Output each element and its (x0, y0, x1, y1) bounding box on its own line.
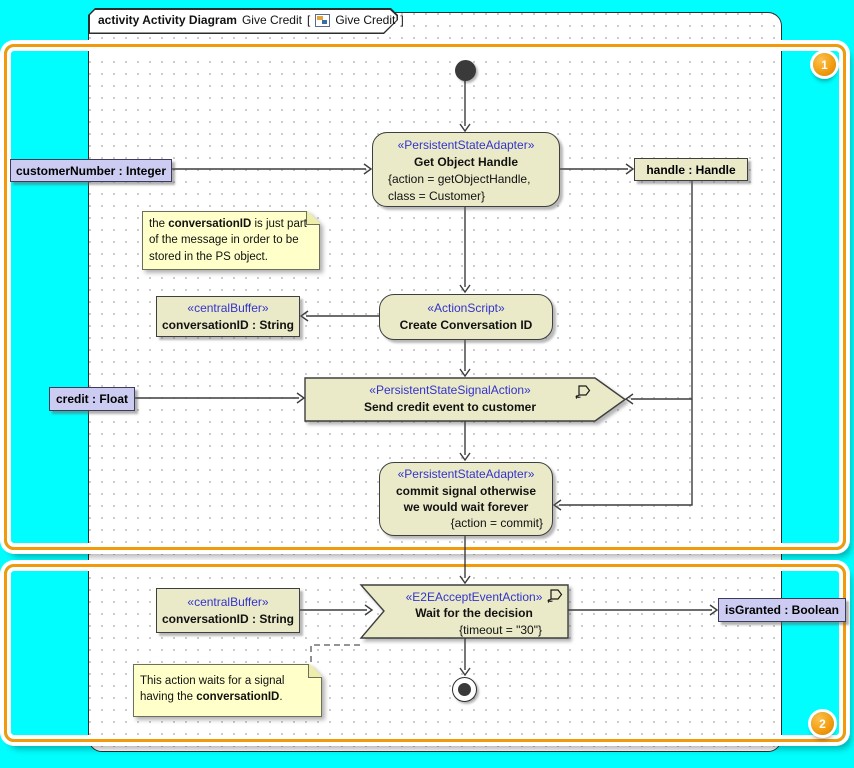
flow-credit-to-sendsignal (135, 392, 306, 404)
object-node-handle[interactable]: handle : Handle (634, 158, 748, 181)
stereotype-label: «centralBuffer» (187, 595, 269, 609)
flow-buffer-to-wait (299, 604, 374, 616)
action-property: class = Customer} (388, 188, 486, 203)
frame-close-bracket: ] (400, 13, 404, 27)
flow-initial-to-gethandle (459, 81, 471, 133)
object-node-label: handle : Handle (646, 162, 736, 177)
note-fold-corner (308, 664, 322, 678)
flow-sendsignal-to-commit (459, 421, 471, 462)
note-text-post: . (279, 691, 283, 704)
flow-gethandle-to-handle (560, 163, 635, 175)
note-text-pre: This action waits for a signal having th… (140, 675, 285, 704)
frame-title: activity Activity Diagram Give Credit [ … (98, 13, 404, 27)
stereotype-label: «centralBuffer» (187, 301, 269, 315)
note-text: the conversationID is just part of the m… (149, 216, 311, 265)
final-node-dot (458, 683, 471, 696)
flow-gethandle-to-createid (459, 207, 471, 294)
flow-createid-to-buffer (299, 310, 379, 322)
note-anchor-dashed (310, 644, 360, 663)
send-signal-action-shape[interactable] (304, 377, 627, 422)
initial-node-icon[interactable] (455, 60, 476, 81)
flow-commit-to-wait (459, 535, 471, 585)
flow-customernumber-to-gethandle (172, 163, 373, 175)
action-create-conversation-id[interactable]: «ActionScript» Create Conversation ID (379, 294, 553, 340)
note-fill (143, 212, 319, 269)
frame-ref-name: Give Credit (335, 13, 396, 27)
frame-diagram-name: Give Credit (241, 13, 302, 27)
frame-kind-label: activity Activity Diagram (98, 13, 237, 27)
object-node-credit[interactable]: credit : Float (49, 387, 135, 411)
stereotype-label: «PersistentStateAdapter» (397, 138, 535, 152)
stereotype-label: «ActionScript» (427, 301, 505, 315)
stereotype-label: «PersistentStateAdapter» (397, 467, 535, 481)
flow-handle-to-commit (552, 181, 693, 511)
central-buffer-top[interactable]: «centralBuffer» conversationID : String (156, 296, 300, 337)
stereotype-label: «PersistentStateSignalAction» (369, 383, 531, 397)
stereotype-label: «E2EAcceptEventAction» (405, 590, 543, 604)
note-text-bold: conversationID (196, 691, 280, 704)
note-text-post: is just part of the message in order to … (149, 218, 307, 263)
action-name-line1: commit signal otherwise (395, 484, 537, 498)
action-property: {action = commit} (450, 516, 543, 530)
callout-badge-1: 1 (813, 53, 836, 76)
final-node-icon[interactable] (452, 677, 477, 702)
note-text-bold: conversationID (168, 218, 252, 230)
note-text-pre: the (149, 218, 169, 230)
action-name: Get Object Handle (413, 155, 519, 169)
action-name: Send credit event to customer (363, 400, 537, 414)
object-node-label: customerNumber : Integer (15, 163, 167, 178)
action-name-line2: we would wait forever (403, 500, 529, 514)
buffer-name: conversationID : String (161, 318, 295, 332)
flow-createid-to-sendsignal (459, 340, 471, 378)
callout-badge-2: 2 (811, 712, 834, 735)
action-property: {timeout = "30"} (459, 623, 542, 637)
action-property: {action = getObjectHandle, (388, 172, 531, 186)
note-conversation-id[interactable]: the conversationID is just part of the m… (142, 211, 320, 270)
buffer-name: conversationID : String (161, 612, 295, 626)
send-signal-action-text: «PersistentStateSignalAction» Send credi… (305, 382, 595, 416)
object-node-label: isGranted : Boolean (724, 603, 840, 617)
flow-wait-to-final (459, 638, 471, 677)
central-buffer-bottom[interactable]: «centralBuffer» conversationID : String (156, 588, 300, 633)
action-name: Wait for the decision (415, 606, 533, 620)
note-fill (134, 665, 321, 716)
signal-icon (575, 385, 591, 399)
frame-open-bracket: [ (306, 13, 311, 27)
activity-diagram-icon (315, 13, 331, 27)
flow-right-to-sendsignal (624, 393, 692, 405)
object-node-is-granted[interactable]: isGranted : Boolean (718, 598, 846, 622)
action-get-object-handle[interactable]: «PersistentStateAdapter» Get Object Hand… (372, 132, 560, 207)
flow-wait-to-isgranted (568, 604, 719, 616)
highlight-region-1 (4, 44, 846, 550)
object-node-customer-number[interactable]: customerNumber : Integer (10, 159, 172, 182)
object-node-label: credit : Float (55, 392, 128, 406)
note-wait-signal[interactable]: This action waits for a signal having th… (133, 664, 322, 717)
action-name: Create Conversation ID (399, 318, 533, 332)
note-text: This action waits for a signal having th… (140, 673, 313, 706)
action-commit-signal[interactable]: «PersistentStateAdapter» commit signal o… (379, 462, 553, 536)
accept-event-action-text: «E2EAcceptEventAction» Wait for the deci… (384, 589, 564, 639)
highlight-region-2 (4, 564, 846, 742)
signal-icon (547, 589, 563, 603)
note-fold-corner (306, 211, 320, 225)
